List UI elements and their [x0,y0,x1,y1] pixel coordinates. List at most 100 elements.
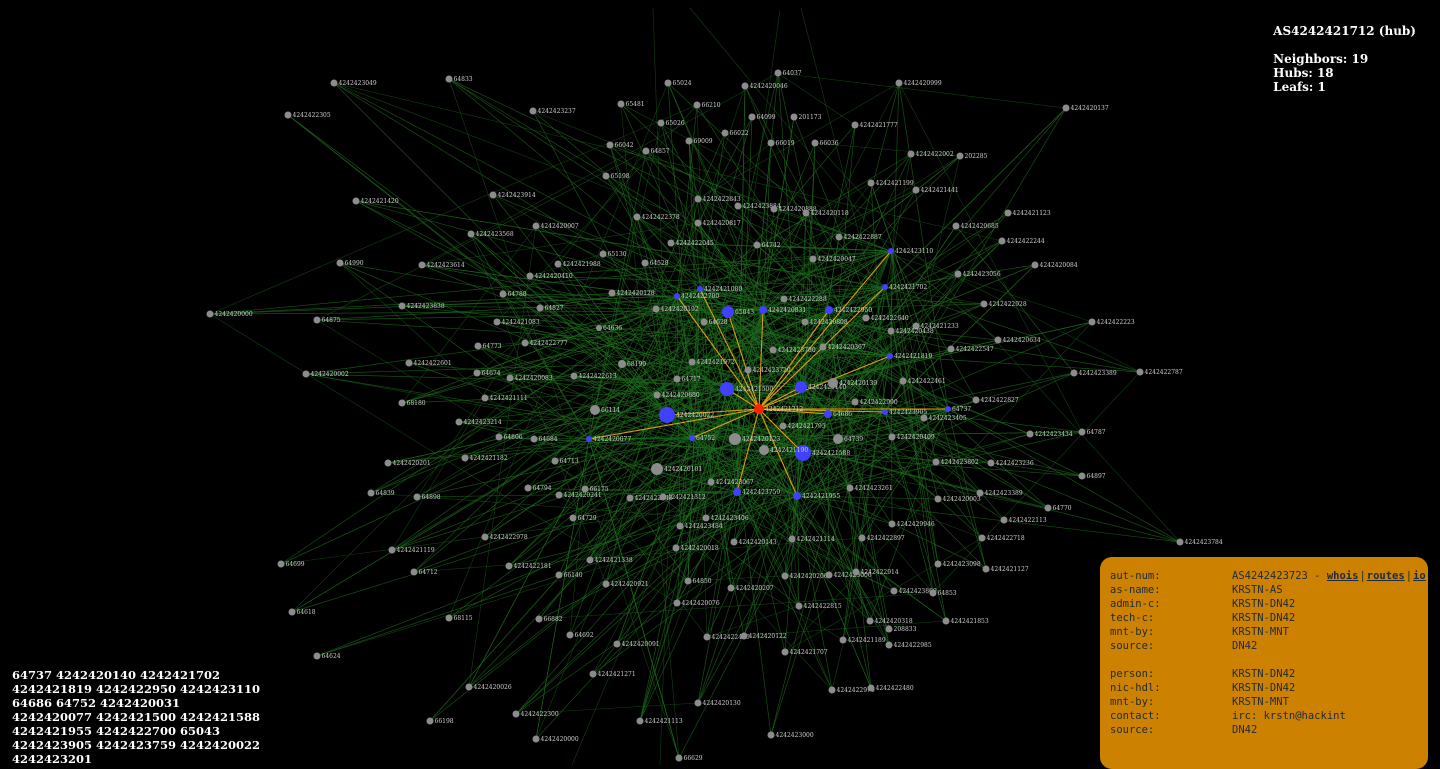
node-dot[interactable] [920,414,928,422]
node-dot[interactable] [809,255,817,263]
graph-node[interactable]: 4242420091 [613,640,660,649]
node-dot[interactable] [956,152,964,160]
graph-node[interactable]: 64618 [288,608,316,617]
node-dot[interactable] [413,493,421,501]
graph-node[interactable]: 64528 [641,259,669,268]
graph-node[interactable]: 4242421233 [912,322,959,331]
node-dot[interactable] [636,717,644,725]
graph-node[interactable]: 4242423214 [455,418,502,427]
graph-node[interactable]: 64692 [566,631,594,640]
node-dot[interactable] [866,617,874,625]
node-dot[interactable] [313,652,321,660]
node-dot[interactable] [912,322,920,330]
graph-node[interactable]: 4242429946 [888,520,935,529]
node-dot[interactable] [277,560,285,568]
graph-node[interactable]: 4242423720 [744,366,791,375]
node-dot[interactable] [694,699,702,707]
graph-node[interactable]: 4242420118 [802,209,849,218]
node-dot[interactable] [659,493,667,501]
node-dot[interactable] [890,587,898,595]
graph-node[interactable]: 4242420083 [506,374,553,383]
node-dot[interactable] [945,406,951,412]
graph-node[interactable]: 64712 [410,568,438,577]
graph-node[interactable]: 4242423614 [418,261,465,270]
node-dot[interactable] [284,111,292,119]
graph-node[interactable]: 4242422985 [885,641,932,650]
node-dot[interactable] [530,435,538,443]
node-dot[interactable] [684,577,692,585]
node-dot[interactable] [759,445,769,455]
node-dot[interactable] [675,754,683,762]
graph-node[interactable]: 4242420680 [653,391,700,400]
graph-node[interactable]: 64752 [689,435,715,442]
graph-node[interactable]: 4242422777 [521,339,568,348]
node-dot[interactable] [330,79,338,87]
node-dot[interactable] [942,617,950,625]
node-dot[interactable] [651,463,663,475]
graph-node[interactable]: 4242423884 [734,202,781,211]
node-dot[interactable] [495,433,503,441]
graph-node[interactable]: 4242423261 [846,484,893,493]
graph-node[interactable]: 4242421795 [779,422,826,431]
node-dot[interactable] [729,433,741,445]
node-dot[interactable] [535,615,543,623]
graph-node[interactable]: 4242422843 [694,195,741,204]
node-dot[interactable] [418,261,426,269]
node-dot[interactable] [288,608,296,616]
node-dot[interactable] [606,141,614,149]
graph-node[interactable]: 4242423110 [888,248,933,255]
node-dot[interactable] [707,478,715,486]
graph-node[interactable]: 4242420808 [801,318,848,327]
node-dot[interactable] [617,100,625,108]
graph-node[interactable]: 4242423406 [702,514,749,523]
graph-node[interactable]: 4242420143 [730,538,777,547]
graph-node[interactable]: 64739 [833,434,863,444]
node-dot[interactable] [720,382,734,396]
node-dot[interactable] [882,409,888,415]
graph-node[interactable]: 4242421114 [788,535,835,544]
node-dot[interactable] [888,248,894,254]
graph-node[interactable]: 64857 [642,147,670,156]
node-dot[interactable] [599,250,607,258]
node-dot[interactable] [489,191,497,199]
node-dot[interactable] [887,353,893,359]
node-dot[interactable] [947,345,955,353]
node-dot[interactable] [972,396,980,404]
graph-node[interactable]: 4242421182 [461,454,508,463]
graph-node[interactable]: 4242422887 [835,233,882,242]
node-dot[interactable] [788,535,796,543]
node-dot[interactable] [596,325,602,331]
node-dot[interactable] [748,113,756,121]
graph-node[interactable]: 4242423784 [1176,538,1223,547]
graph-node[interactable]: 4242420685 [952,222,999,231]
graph-node[interactable]: 65026 [657,119,685,128]
graph-node[interactable]: 4242420003 [934,495,981,504]
node-dot[interactable] [618,360,626,368]
graph-node[interactable]: 64839 [367,489,395,498]
node-dot[interactable] [685,137,693,145]
node-dot[interactable] [555,491,563,499]
graph-node[interactable]: 4242423056 [954,270,1001,279]
graph-node[interactable]: 4242422640 [862,314,909,323]
node-dot[interactable] [673,599,681,607]
node-dot[interactable] [888,520,896,528]
node-dot[interactable] [633,213,641,221]
node-dot[interactable] [833,434,843,444]
node-dot[interactable] [929,589,937,597]
node-dot[interactable] [980,300,988,308]
node-dot[interactable] [828,378,838,388]
graph-node[interactable]: 4242422547 [947,345,994,354]
graph-node[interactable]: 4242423049 [330,79,377,88]
node-dot[interactable] [512,710,520,718]
node-dot[interactable] [700,318,708,326]
graph-node[interactable]: 66198 [426,717,454,726]
graph-node[interactable]: 4242423802 [932,458,979,467]
graph-node[interactable]: 4242422914 [852,568,899,577]
graph-node[interactable]: 4242421312 [659,493,706,502]
node-dot[interactable] [506,374,514,382]
node-dot[interactable] [694,219,702,227]
graph-node[interactable]: 64624 [313,652,341,661]
node-dot[interactable] [526,272,534,280]
graph-node[interactable]: 4242420077 [586,436,631,443]
